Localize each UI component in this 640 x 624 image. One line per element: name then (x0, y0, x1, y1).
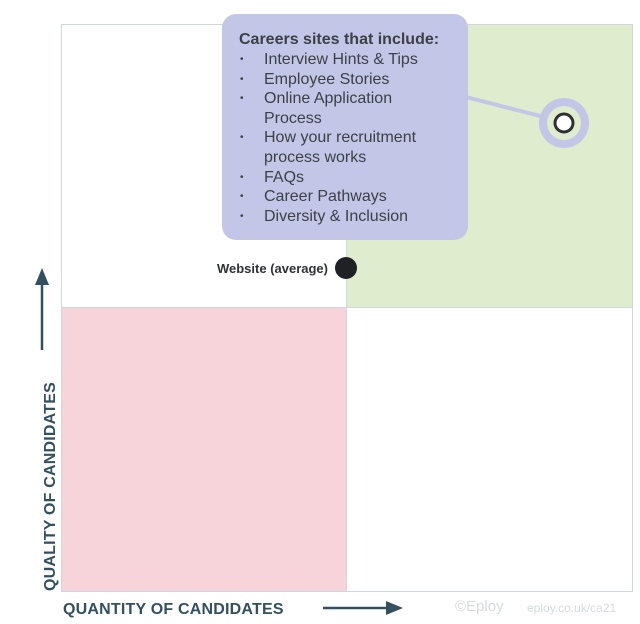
source-url-watermark: eploy.co.uk/ca21 (527, 601, 617, 615)
callout-item-employee-stories: Employee Stories (239, 70, 454, 90)
callout-title: Careers sites that include: (239, 31, 440, 48)
callout-item-recruitment-process: How your recruitment process works (239, 128, 454, 167)
callout-item-career-pathways: Career Pathways (239, 187, 454, 207)
y-axis-label: QUALITY OF CANDIDATES (42, 382, 59, 591)
callout-item-online-application: Online Application Process (239, 89, 454, 128)
website-average-label: Website (average) (216, 261, 328, 276)
x-axis-arrow-head (386, 601, 403, 615)
callout-connector-line (461, 94, 545, 119)
callout-list: Interview Hints & Tips Employee Stories … (239, 50, 454, 226)
careers-site-marker (553, 112, 575, 134)
website-average-marker (335, 257, 357, 279)
callout-item-diversity-inclusion: Diversity & Inclusion (239, 207, 454, 227)
careers-sites-callout: Careers sites that include: Interview Hi… (222, 14, 468, 240)
quadrant-bottom-right (346, 307, 633, 592)
copyright-watermark: ©Eploy (455, 598, 504, 615)
callout-item-faqs: FAQs (239, 168, 454, 188)
callout-item-interview-tips: Interview Hints & Tips (239, 50, 454, 70)
quadrant-bottom-left (61, 307, 347, 592)
x-axis-label: QUANTITY OF CANDIDATES (63, 601, 284, 618)
y-axis-arrow-head (35, 268, 49, 285)
